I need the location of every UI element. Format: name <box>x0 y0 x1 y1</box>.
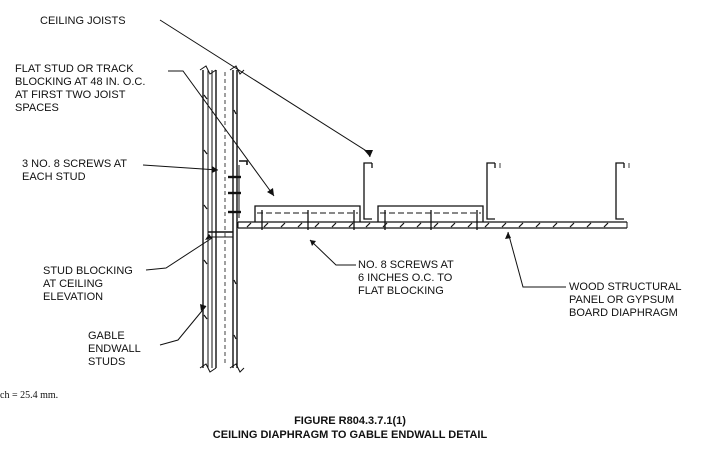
leader-lines <box>142 19 566 346</box>
stud-screws <box>228 160 248 218</box>
figure-number: FIGURE R804.3.7.1(1) <box>294 415 406 427</box>
label-flat-stud-line3: AT FIRST TWO JOIST <box>15 89 126 101</box>
diaphragm-panel <box>237 221 628 229</box>
footnote: ch = 25.4 mm. <box>0 390 58 401</box>
gable-endwall-studs <box>199 65 245 373</box>
stud-blocking <box>208 231 233 238</box>
label-gable-line1: GABLE <box>88 330 125 342</box>
label-screws-stud-line1: 3 NO. 8 SCREWS AT <box>22 158 127 170</box>
label-stud-blocking-line3: ELEVATION <box>43 291 103 303</box>
label-diaphragm-line2: PANEL OR GYPSUM <box>569 294 674 306</box>
label-flat-stud-line1: FLAT STUD OR TRACK <box>15 63 134 75</box>
stud-ticks <box>203 94 237 340</box>
label-stud-blocking-line2: AT CEILING <box>43 278 103 290</box>
label-stud-blocking-line1: STUD BLOCKING <box>43 265 133 277</box>
figure-title: CEILING DIAPHRAGM TO GABLE ENDWALL DETAI… <box>213 429 488 441</box>
label-diaphragm-line1: WOOD STRUCTURAL <box>569 281 681 293</box>
label-screws-6in-line1: NO. 8 SCREWS AT <box>358 259 454 271</box>
label-flat-stud-line2: BLOCKING AT 48 IN. O.C. <box>15 76 145 88</box>
label-screws-stud-line2: EACH STUD <box>22 171 86 183</box>
label-gable-line3: STUDS <box>88 356 125 368</box>
label-screws-6in-line3: FLAT BLOCKING <box>358 285 444 297</box>
blocking-screws <box>261 210 478 230</box>
label-gable-line2: ENDWALL <box>88 343 141 355</box>
label-diaphragm-line3: BOARD DIAPHRAGM <box>569 307 678 319</box>
ceiling-joists <box>363 162 630 220</box>
leader-arrowheads <box>200 150 511 311</box>
label-screws-6in-line2: 6 INCHES O.C. TO <box>358 272 453 284</box>
label-flat-stud-line4: SPACES <box>15 102 59 114</box>
label-ceiling-joists: CEILING JOISTS <box>40 15 126 27</box>
